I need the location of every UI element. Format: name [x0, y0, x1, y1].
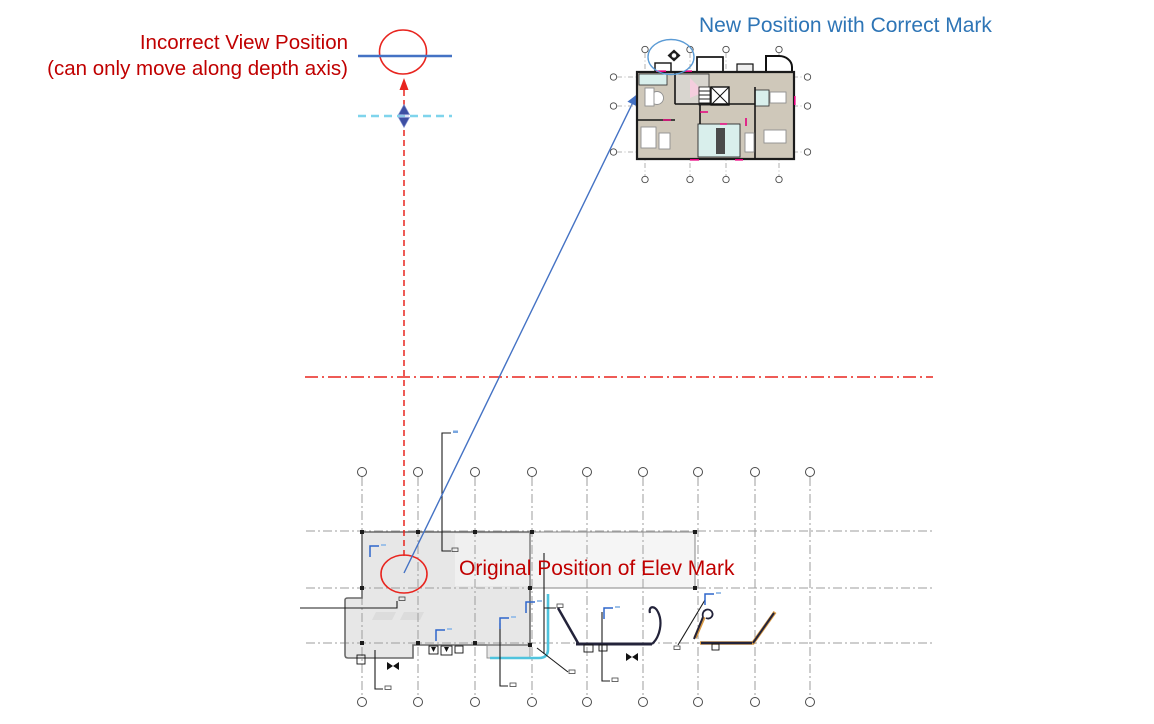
- incorrect-position-marker: [358, 29, 452, 556]
- plan-body: [635, 55, 796, 161]
- incorrect-position-circle: [378, 29, 428, 75]
- adjacent-structures: [556, 606, 777, 653]
- grid-bubbles: [357, 467, 815, 707]
- grid-node-squares: [360, 530, 697, 647]
- incorrect-view-line2: (can only move along depth axis): [47, 57, 348, 80]
- top-floor-plan: [609, 38, 812, 184]
- new-mark-circle: [647, 38, 695, 76]
- move-axis-icon: [397, 103, 411, 129]
- blue-view-markers: [369, 544, 721, 641]
- building-footprint-outline: [344, 530, 697, 660]
- elevation-mark-icon: [667, 49, 681, 62]
- new-position-label: New Position with Correct Mark: [699, 14, 992, 37]
- original-position-label: Original Position of Elev Mark: [459, 557, 735, 580]
- original-position-circle: [380, 554, 428, 594]
- door-symbols: [356, 645, 638, 670]
- magenta-wall-accents: [656, 70, 796, 161]
- building-annotations: [300, 430, 721, 690]
- blue-relocation-arrow-icon: [403, 94, 637, 574]
- plan-grid-bubbles: [609, 45, 812, 184]
- relocation-arrow: [403, 94, 637, 574]
- incorrect-view-label: Incorrect View Position (can only move al…: [0, 30, 348, 82]
- incorrect-view-line1: Incorrect View Position: [139, 31, 348, 54]
- furniture: [640, 87, 787, 153]
- up-arrowhead-icon: [399, 78, 409, 90]
- wardrobe: [716, 128, 725, 154]
